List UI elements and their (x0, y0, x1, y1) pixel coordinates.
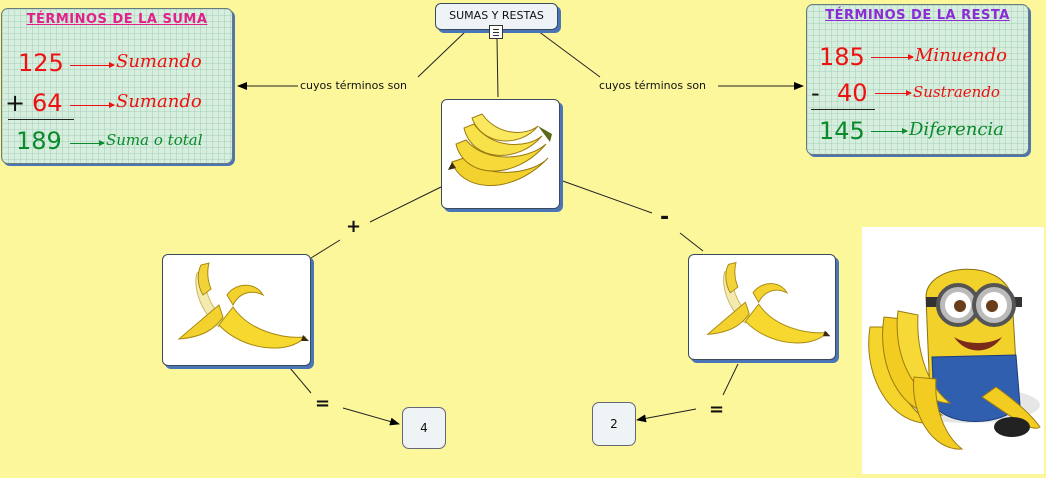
suma-row-2-number: 64 (32, 89, 63, 117)
arrow-icon (871, 54, 914, 60)
resta-row-1: 185 Minuendo (807, 43, 1028, 73)
resta-row-3-number: 145 (819, 117, 865, 145)
link-center-plus (369, 186, 442, 223)
suma-terms-card: TÉRMINOS DE LA SUMA 125 Sumando + 64 Sum… (1, 8, 233, 164)
link-title-center (496, 38, 499, 98)
suma-row-3-term: Suma o total (106, 131, 203, 149)
resta-card-title: TÉRMINOS DE LA RESTA (825, 8, 1010, 23)
difference-result-node[interactable]: 2 (592, 402, 636, 446)
arrow-icon (871, 128, 908, 134)
banana-bunch-node[interactable] (441, 99, 560, 209)
resta-row-2: - 40 Sustraendo (807, 79, 1028, 109)
suma-row-2-sign: + (5, 89, 26, 117)
link-right-equals (722, 363, 739, 396)
minion-image (862, 227, 1044, 474)
peeled-banana-icon (706, 261, 831, 344)
link-minus-right (679, 232, 704, 252)
minion-with-bananas-icon (868, 268, 1041, 450)
suma-row-2-term: Sumando (116, 91, 202, 112)
resta-row-3-term: Diferencia (909, 119, 1004, 140)
suma-row-1-number: 125 (18, 49, 64, 77)
plus-operator: + (346, 216, 362, 237)
suma-row-2: + 64 Sumando (2, 89, 232, 119)
link-plus-left (310, 239, 341, 259)
suma-card-title: TÉRMINOS DE LA SUMA (26, 12, 208, 27)
link-title-right (537, 30, 601, 78)
banana-bunch-icon (448, 113, 552, 186)
sum-result-node[interactable]: 4 (402, 407, 446, 449)
peeled-banana-icon (177, 262, 309, 349)
document-icon[interactable] (489, 25, 503, 39)
suma-row-3-number: 189 (16, 127, 62, 155)
peeled-banana-right-node[interactable] (688, 254, 836, 360)
resta-row-2-term: Sustraendo (913, 83, 1000, 101)
resta-row-1-term: Minuendo (915, 45, 1007, 66)
resta-row-1-number: 185 (819, 43, 865, 71)
equals-left: = (315, 393, 331, 414)
link-title-left (417, 30, 467, 78)
equals-right: = (709, 399, 725, 420)
arrow-icon (70, 102, 115, 108)
suma-row-1-term: Sumando (116, 51, 202, 72)
suma-row-3: 189 Suma o total (2, 127, 232, 157)
suma-divider (8, 119, 74, 120)
resta-row-2-sign: - (811, 79, 820, 107)
resta-divider (811, 109, 875, 110)
link-equals-diff (636, 408, 697, 423)
resta-row-2-number: 40 (837, 79, 868, 107)
peeled-banana-left-node[interactable] (162, 254, 311, 366)
link-center-minus (559, 179, 653, 214)
link-label-right: cuyos términos son (599, 79, 707, 92)
link-equals-sum (342, 407, 400, 426)
resta-row-3: 145 Diferencia (807, 117, 1028, 147)
suma-row-1: 125 Sumando (2, 49, 232, 79)
minus-operator: - (660, 205, 670, 230)
link-label-left: cuyos términos son (300, 79, 408, 92)
link-left-equals (289, 367, 312, 394)
arrow-icon (70, 140, 105, 146)
resta-terms-card: TÉRMINOS DE LA RESTA 185 Minuendo - 40 S… (806, 4, 1029, 155)
arrow-icon (875, 90, 912, 96)
arrow-icon (70, 62, 115, 68)
